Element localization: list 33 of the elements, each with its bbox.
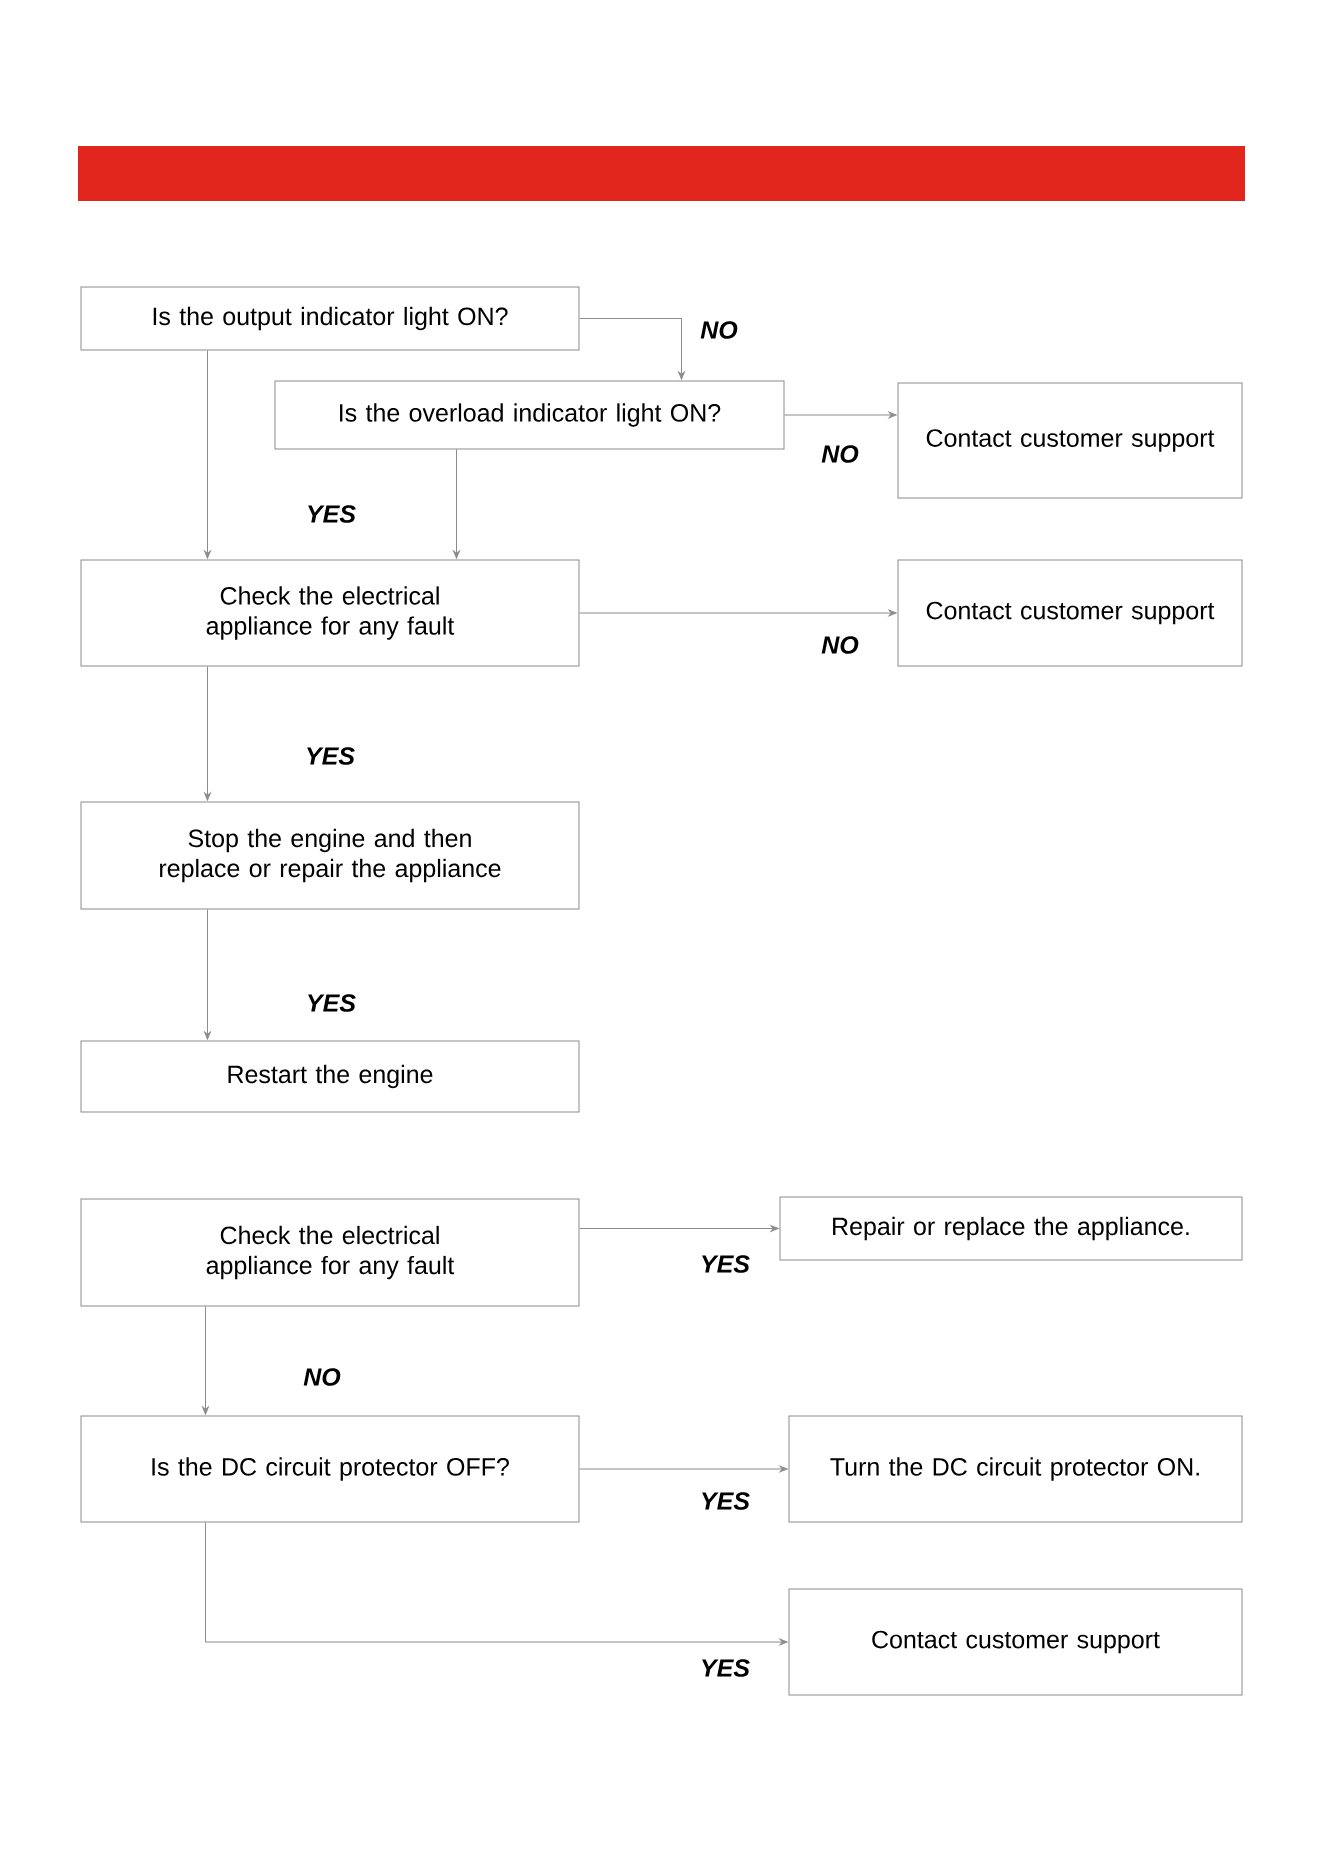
edge-label: NO <box>699 320 739 340</box>
arrow <box>784 411 897 419</box>
edge-label: YES <box>305 993 357 1013</box>
arrow <box>453 449 460 559</box>
process-box: Stop the engine and then replace or repair the appliance <box>80 801 580 910</box>
process-box: Check the electrical appliance for any fault <box>80 559 580 667</box>
edge-label: NO <box>820 635 860 655</box>
process-box: Turn the DC circuit protector ON. <box>788 1415 1243 1523</box>
arrow <box>579 609 897 617</box>
edge-label: YES <box>699 1491 751 1511</box>
process-box: Contact customer support <box>897 382 1243 499</box>
arrow <box>204 350 211 559</box>
arrow <box>204 909 211 1040</box>
arrow <box>202 1306 209 1415</box>
edge-label: NO <box>820 444 860 464</box>
edge-label: YES <box>699 1658 751 1678</box>
arrow <box>579 318 685 380</box>
edge-label: NO <box>302 1367 342 1387</box>
process-box: Check the electrical appliance for any fault <box>80 1198 580 1307</box>
arrow <box>205 1522 788 1646</box>
arrow <box>579 1225 779 1232</box>
process-box: Is the DC circuit protector OFF? <box>80 1415 580 1523</box>
process-box: Restart the engine <box>80 1040 580 1113</box>
process-box: Is the output indicator light ON? <box>80 286 580 351</box>
arrow <box>579 1465 788 1473</box>
process-box: Repair or replace the appliance. <box>779 1196 1243 1261</box>
arrow <box>204 666 211 801</box>
edge-label: YES <box>305 504 357 524</box>
process-box: Contact customer support <box>788 1588 1243 1696</box>
edge-label: YES <box>699 1254 751 1274</box>
edge-label: YES <box>304 746 356 766</box>
process-box: Is the overload indicator light ON? <box>274 380 785 450</box>
process-box: Contact customer support <box>897 559 1243 667</box>
